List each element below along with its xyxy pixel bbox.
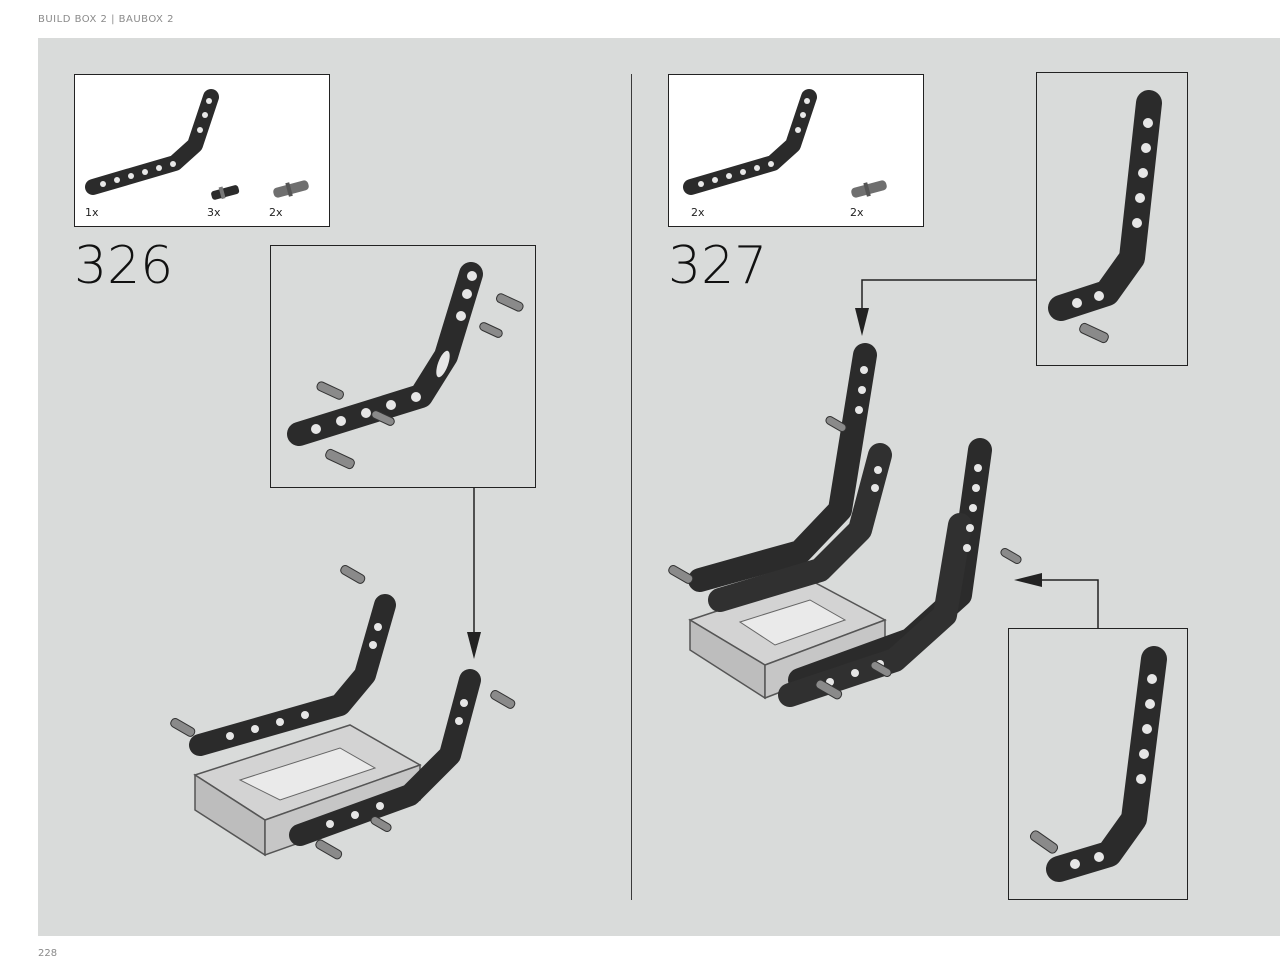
friction-pin-part-icon bbox=[851, 180, 887, 198]
callout-box-327-bottom bbox=[1008, 628, 1188, 900]
header-title: BUILD BOX 2 | BAUBOX 2 bbox=[38, 14, 174, 25]
frame-assembly-326-illustration bbox=[170, 565, 516, 860]
parts-list-326: 1x 3x 2x bbox=[74, 74, 330, 227]
part-qty-friction-pin: 2x bbox=[269, 206, 283, 219]
part-qty-bent-beam: 2x bbox=[691, 206, 705, 219]
part-qty-friction-pin: 2x bbox=[850, 206, 864, 219]
page-number: 228 bbox=[38, 948, 58, 959]
part-qty-axle-pin: 3x bbox=[207, 206, 221, 219]
callout-box-326 bbox=[270, 245, 536, 488]
beam-subassembly-illustration bbox=[1029, 646, 1167, 882]
step-number-326: 326 bbox=[74, 236, 174, 296]
friction-pin-part-icon bbox=[273, 180, 309, 198]
step-number-327: 327 bbox=[668, 236, 768, 296]
beam-subassembly-illustration bbox=[287, 262, 524, 470]
parts-list-327: 2x 2x bbox=[668, 74, 924, 227]
frame-assembly-327-illustration bbox=[668, 343, 1022, 707]
part-qty-bent-beam: 1x bbox=[85, 206, 99, 219]
callout-box-327-top bbox=[1036, 72, 1188, 366]
axle-pin-part-icon bbox=[211, 185, 240, 200]
bent-beam-part-icon bbox=[85, 89, 309, 200]
beam-subassembly-illustration bbox=[1048, 90, 1162, 344]
arrow-327-bottom bbox=[1014, 573, 1099, 628]
bent-beam-part-icon bbox=[683, 89, 887, 198]
arrow-326 bbox=[467, 487, 481, 659]
page-divider bbox=[631, 74, 632, 900]
arrow-327-top bbox=[855, 279, 1036, 336]
